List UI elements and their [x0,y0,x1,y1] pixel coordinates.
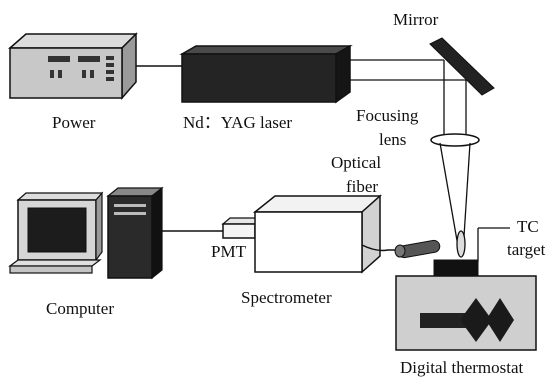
fiber-probe [394,239,441,259]
label-pmt: PMT [211,242,247,261]
computer [8,186,164,280]
label-fiber: fiber [346,177,378,196]
label-computer: Computer [46,299,114,318]
mirror [429,37,495,96]
optical-fiber [361,244,400,252]
focusing-lens [430,133,480,147]
digital-thermostat [395,275,537,351]
label-lens: lens [379,130,406,149]
nd-yag-laser [179,44,353,104]
power-supply [8,32,138,100]
label-target: target [507,240,546,259]
spectrometer [252,194,382,274]
label-power: Power [52,113,96,132]
label-laser: Nd：YAG laser [183,113,292,132]
focused-beam [439,142,471,253]
laser-beam [350,59,466,81]
label-focusing: Focusing [356,106,419,125]
label-optical: Optical [331,153,381,172]
label-thermostat: Digital thermostat [400,358,524,377]
tc-target [433,227,510,277]
label-tc: TC [517,217,539,236]
reflected-beam [443,60,467,140]
label-mirror: Mirror [393,10,439,29]
label-spectrometer: Spectrometer [241,288,332,307]
